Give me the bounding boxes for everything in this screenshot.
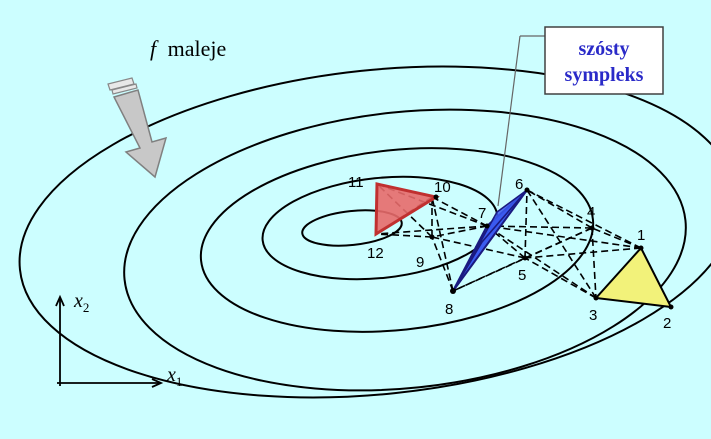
vertex-label-8: 8 bbox=[445, 301, 453, 318]
vertex-label-7: 7 bbox=[478, 205, 486, 222]
vertex-label-2: 2 bbox=[663, 315, 671, 332]
annotation-text: f maleje bbox=[150, 36, 226, 61]
contour-4 bbox=[123, 108, 687, 392]
callout-leader-line bbox=[497, 35, 521, 207]
vertex-label-1: 1 bbox=[637, 227, 645, 244]
x1-axis-arrowhead bbox=[151, 378, 164, 388]
decreasing-f-annotation: f maleje bbox=[107, 36, 226, 179]
annotation-maleje: maleje bbox=[168, 36, 227, 61]
callout-box bbox=[544, 26, 664, 95]
contour-5 bbox=[18, 65, 711, 399]
vertex-label-12: 12 bbox=[367, 245, 384, 262]
vertex-label-11: 11 bbox=[348, 174, 364, 191]
contour-lines bbox=[18, 65, 711, 399]
contour-3 bbox=[199, 147, 595, 333]
vertex-label-3: 3 bbox=[589, 307, 597, 324]
coordinate-axes bbox=[55, 294, 164, 388]
x2-axis-arrowhead bbox=[55, 294, 65, 307]
vertex-label-6: 6 bbox=[515, 176, 523, 193]
last-simplex bbox=[374, 182, 440, 237]
arrow-down-icon bbox=[107, 77, 168, 179]
callout-line-1: szósty bbox=[578, 38, 629, 60]
vertex-label-5: 5 bbox=[518, 267, 526, 284]
vertex-label-4: 4 bbox=[587, 204, 595, 221]
vertex-label-9: 9 bbox=[416, 254, 424, 271]
annotation-f: f bbox=[150, 36, 159, 61]
vertex-dots bbox=[429, 187, 674, 310]
callout-line-2: sympleks bbox=[565, 64, 644, 86]
vertex-labels: 1 2 3 4 5 6 7 8 9 10 11 12 bbox=[348, 174, 671, 332]
x2-axis-label: x2 bbox=[73, 290, 89, 315]
sixth-simplex-callout: szósty sympleks bbox=[497, 26, 664, 207]
x1-axis-label: x1 bbox=[166, 364, 182, 389]
sixth-simplex bbox=[452, 189, 528, 292]
first-simplex bbox=[593, 246, 673, 309]
contour-1 bbox=[301, 209, 403, 247]
vertex-label-10: 10 bbox=[434, 179, 451, 196]
